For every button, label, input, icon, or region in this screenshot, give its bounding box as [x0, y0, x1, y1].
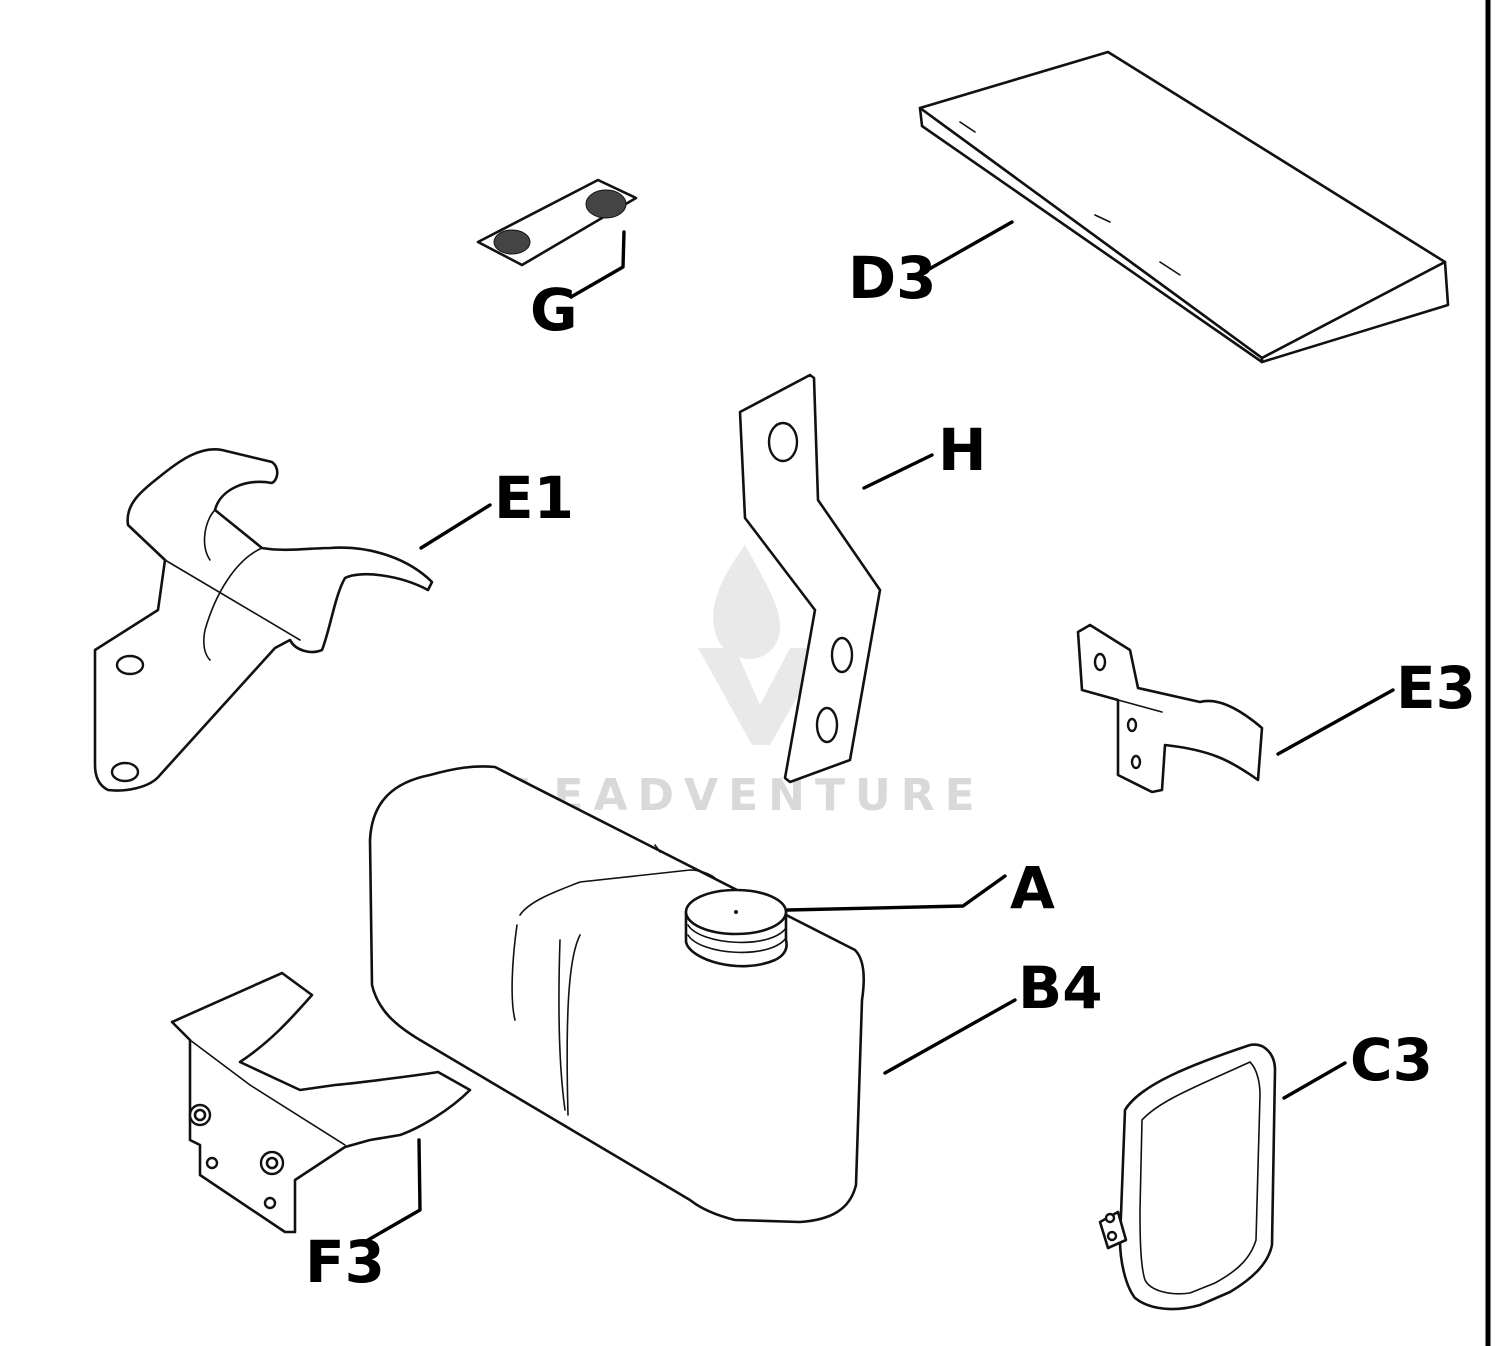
- part-f3-bracket: [170, 971, 472, 1234]
- part-c3-band-clamp: [1098, 1043, 1277, 1311]
- label-e1: E1: [494, 464, 574, 532]
- leader-e1: [419, 503, 492, 550]
- watermark-text: LEADVENTURE: [515, 770, 984, 821]
- label-d3: D3: [848, 244, 937, 312]
- label-b4: B4: [1018, 954, 1103, 1022]
- part-e1-bracket: [93, 448, 434, 792]
- leader-lines: [366, 220, 1395, 1242]
- leader-g: [569, 230, 626, 299]
- leader-a: [786, 874, 1007, 912]
- leader-d3: [922, 220, 1014, 274]
- label-h: H: [938, 416, 987, 484]
- part-b4-tank: [368, 765, 866, 1224]
- leader-c3: [1282, 1061, 1347, 1100]
- part-g-gasket: [476, 178, 638, 267]
- part-a-cap: [684, 888, 788, 968]
- leader-f3: [366, 1138, 422, 1242]
- label-f3: F3: [305, 1228, 385, 1296]
- label-g: G: [530, 276, 578, 344]
- part-e3-bracket: [1076, 623, 1264, 794]
- watermark: LEADVENTURE: [515, 545, 984, 821]
- leader-b4: [883, 998, 1017, 1075]
- label-e3: E3: [1396, 654, 1476, 722]
- leader-e3: [1276, 688, 1395, 756]
- flame-v-logo-icon: [698, 545, 825, 745]
- label-c3: C3: [1350, 1026, 1433, 1094]
- label-a: A: [1010, 854, 1055, 922]
- leader-h: [862, 453, 934, 490]
- part-d3-cover-plate: [918, 50, 1450, 364]
- part-h-strap: [738, 373, 882, 784]
- part-labels: D3 G H E1 E3 A B4 C3 F3: [305, 244, 1476, 1296]
